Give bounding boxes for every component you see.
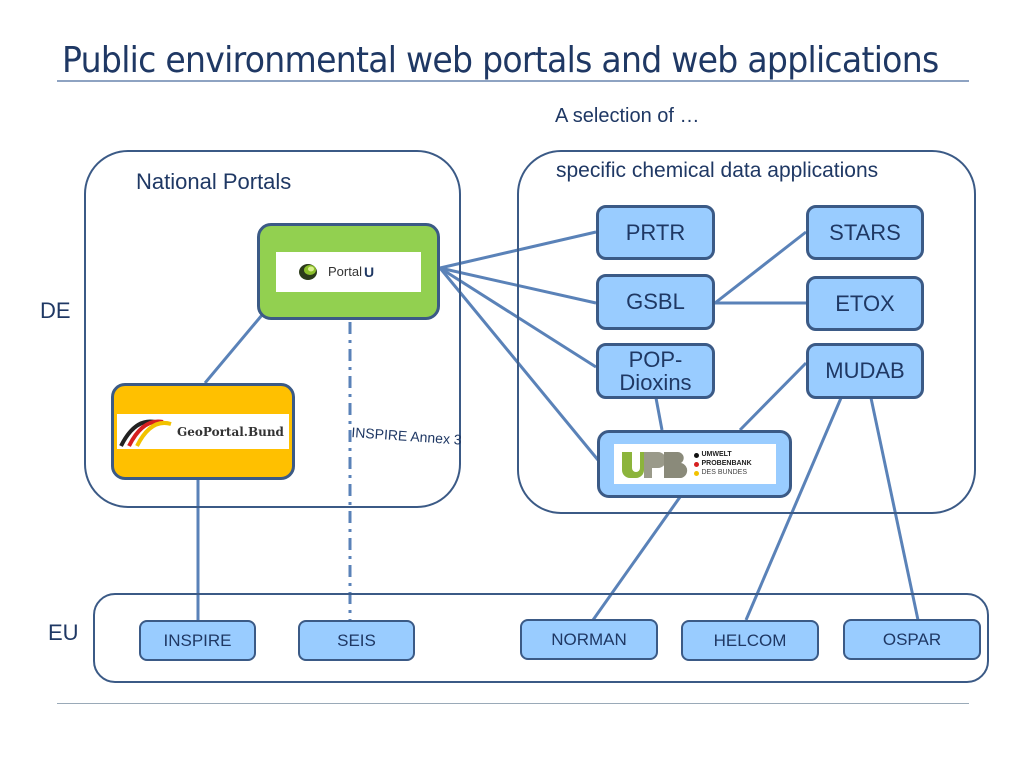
node-stars[interactable]: STARS [806, 205, 924, 260]
connector-gsbl-stars [714, 230, 807, 305]
footer-divider [57, 703, 969, 704]
page-title: Public environmental web portals and web… [62, 40, 939, 81]
upb-logo: UMWELT PROBENBANK DES BUNDES [613, 444, 776, 484]
geoportal-logo-text: GeoPortal.Bund [177, 424, 284, 439]
row-label-de: DE [40, 298, 71, 323]
eu-group [93, 593, 989, 683]
black-dot-icon [693, 452, 699, 458]
portalu-globe-icon [299, 263, 317, 280]
node-inspire-label: INSPIRE [163, 630, 232, 650]
upb-mark-icon [621, 452, 687, 478]
upb-logo-line-3: DES BUNDES [701, 469, 748, 476]
node-helcom[interactable]: HELCOM [681, 620, 819, 661]
portalu-logo-text-bold: U [363, 263, 375, 280]
geoportal-arc-icon [119, 419, 172, 447]
national-portals-label: National Portals [136, 169, 292, 194]
connector-portalu-upb [438, 267, 600, 461]
node-inspire[interactable]: INSPIRE [139, 620, 256, 661]
node-seis[interactable]: SEIS [298, 620, 415, 661]
subtitle: A selection of … [555, 105, 700, 127]
chemical-apps-label: specific chemical data applications [556, 159, 879, 182]
connector-portalu-geoportal [203, 314, 264, 384]
connector-mudab-helcom [744, 397, 843, 621]
node-pop-dioxins-label: POP- Dioxins [619, 347, 692, 395]
node-helcom-label: HELCOM [713, 630, 787, 650]
node-pop-dioxins[interactable]: POP- Dioxins [596, 343, 715, 399]
node-ospar-label: OSPAR [882, 629, 942, 649]
node-geoportal-bund[interactable]: GeoPortal.Bund [111, 383, 295, 480]
portalu-logo-text: Portal [328, 263, 362, 279]
connector-mudab-upb [738, 361, 808, 432]
node-etox-label: ETOX [835, 290, 895, 316]
node-prtr-label: PRTR [625, 219, 686, 245]
node-norman[interactable]: NORMAN [520, 619, 658, 660]
node-umweltprobenbank[interactable]: UMWELT PROBENBANK DES BUNDES [597, 430, 792, 498]
node-ospar[interactable]: OSPAR [843, 619, 981, 660]
node-seis-label: SEIS [337, 630, 376, 650]
node-stars-label: STARS [829, 219, 901, 245]
geoportal-logo: GeoPortal.Bund [117, 414, 289, 449]
connector-mudab-ospar [869, 397, 920, 621]
connector-upb-norman [591, 496, 682, 621]
node-mudab-label: MUDAB [825, 358, 905, 383]
title-divider [57, 80, 969, 82]
chemical-apps-group [517, 150, 976, 514]
node-gsbl-label: GSBL [626, 289, 685, 314]
red-dot-icon [693, 461, 699, 467]
upb-logo-line-2: PROBENBANK [701, 460, 752, 467]
national-portals-group [84, 150, 461, 508]
connector-pop-upb [654, 397, 664, 431]
upb-logo-line-1: UMWELT [701, 451, 732, 458]
node-mudab[interactable]: MUDAB [806, 343, 924, 399]
node-gsbl[interactable]: GSBL [596, 274, 715, 330]
gold-dot-icon [693, 470, 699, 476]
node-etox[interactable]: ETOX [806, 276, 924, 331]
node-prtr[interactable]: PRTR [596, 205, 715, 260]
node-norman-label: NORMAN [551, 629, 627, 649]
row-label-eu: EU [48, 620, 79, 645]
upb-logo-text: UMWELT PROBENBANK DES BUNDES [693, 451, 752, 477]
